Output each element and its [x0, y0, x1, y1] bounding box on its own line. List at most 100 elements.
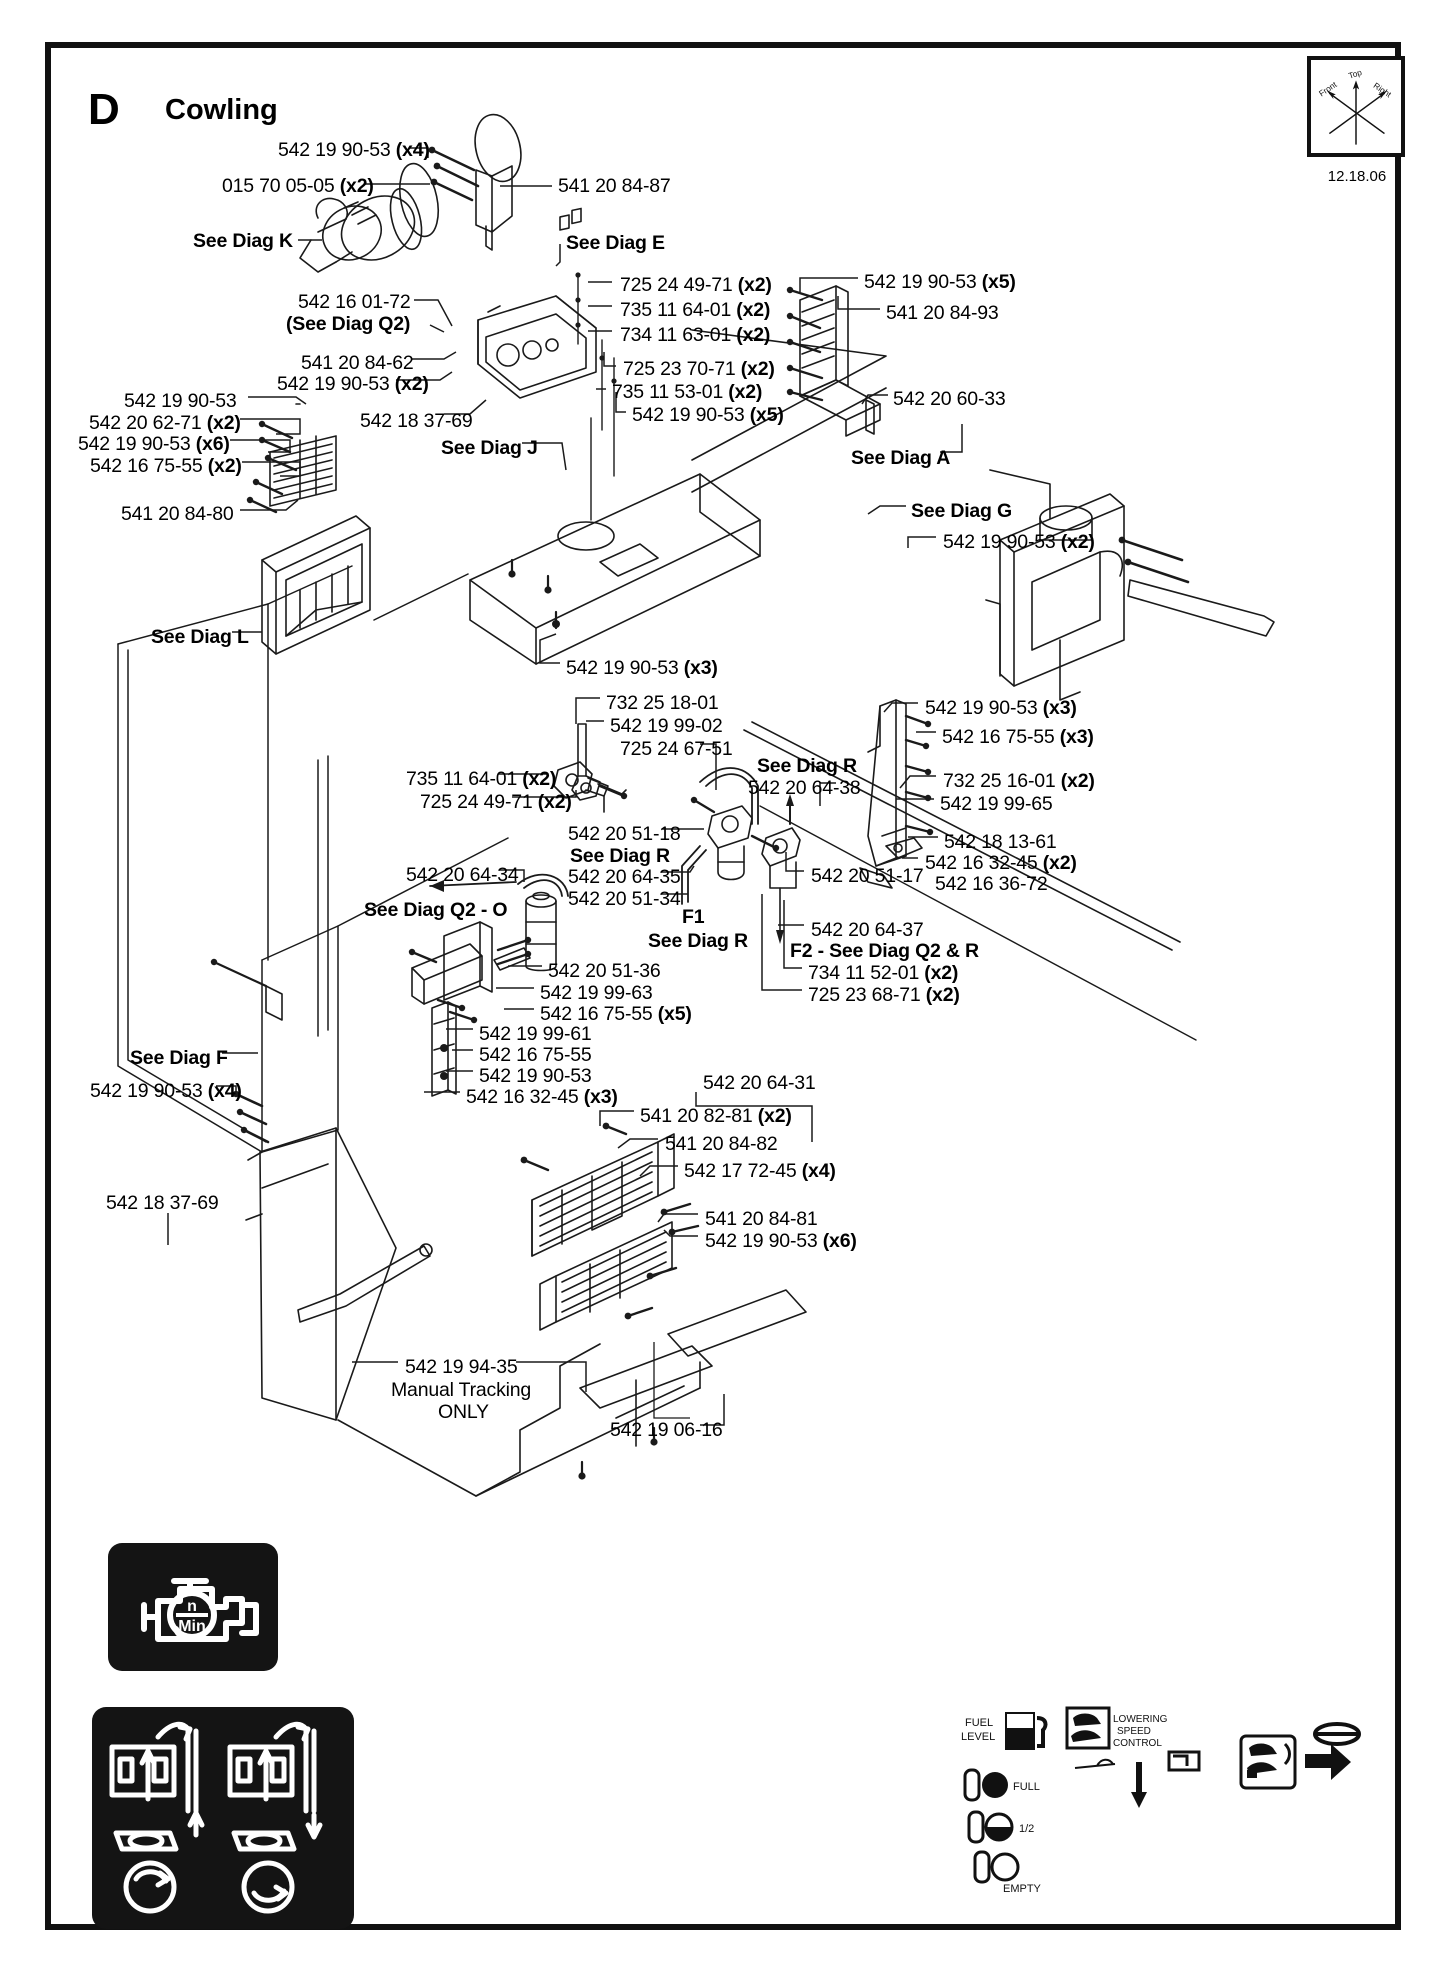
part-number: 542 19 99-02 — [610, 715, 723, 737]
tank-fasteners — [1120, 538, 1190, 584]
part-callout: 015 70 05-05 (x2) — [222, 175, 374, 198]
part-quantity: (x2) — [920, 984, 960, 1006]
part-callout: 542 16 36-72 — [935, 873, 1048, 896]
part-number: 542 20 64-35 — [568, 866, 681, 888]
part-number: 725 24 49-71 — [420, 791, 533, 813]
machine-transport-icon — [1239, 1722, 1361, 1790]
part-number: See Diag R — [757, 755, 857, 777]
fuel-gauge-full: FULL — [963, 1768, 1040, 1802]
part-number: 542 16 75-55 — [479, 1044, 592, 1066]
section-letter: D — [88, 85, 120, 134]
part-callout: 541 20 84-80 — [121, 503, 234, 526]
part-number: 542 20 51-18 — [568, 823, 681, 845]
part-number: See Diag J — [441, 437, 538, 459]
part-number: See Diag F — [130, 1047, 228, 1069]
part-callout: 541 20 84-81 — [705, 1208, 818, 1231]
part-callout: 542 20 64-34 — [406, 864, 519, 887]
part-callout: See Diag R — [648, 930, 748, 953]
part-callout: 542 20 51-17 — [811, 865, 924, 888]
part-callout: See Diag Q2 - O — [364, 899, 508, 922]
part-callout: (See Diag Q2) — [286, 313, 410, 336]
compass-icon: Top Front Right — [1317, 68, 1393, 145]
part-callout: 542 19 90-53 (x3) — [566, 657, 718, 680]
deck-edge — [469, 579, 537, 665]
part-quantity: (x5) — [744, 404, 784, 426]
part-quantity: (x4) — [202, 1080, 242, 1102]
part-number: 732 25 18-01 — [606, 692, 719, 714]
part-quantity: (x2) — [202, 455, 242, 477]
part-number: (See Diag Q2) — [286, 313, 411, 335]
part-number: 725 23 68-71 — [808, 984, 921, 1006]
valve-assembly — [761, 794, 801, 944]
part-callout: 541 20 82-81 (x2) — [640, 1105, 792, 1128]
part-quantity: (x2) — [1055, 531, 1095, 553]
part-number: 542 20 51-34 — [568, 888, 681, 910]
part-number: 542 19 90-53 — [124, 390, 237, 412]
lowering-speed-control-icon: LOWERING SPEED CONTROL — [1065, 1706, 1201, 1808]
manual-tracking-icon — [109, 1721, 323, 1914]
part-quantity: (x6) — [817, 1230, 857, 1252]
part-quantity: (x2) — [201, 412, 241, 434]
lower-grille-lower — [539, 1221, 673, 1331]
long-rod — [1127, 579, 1275, 637]
part-number: 542 20 64-31 — [703, 1072, 816, 1094]
part-callout: 542 19 90-53 — [124, 390, 237, 413]
part-callout: 542 17 72-45 (x4) — [684, 1160, 836, 1183]
part-callout: 542 19 90-53 (x4) — [278, 139, 430, 162]
part-number: 542 19 90-53 — [943, 531, 1056, 553]
fuel-gauge-half: 1/2 — [967, 1810, 1034, 1844]
part-callout: 725 24 49-71 (x2) — [420, 791, 572, 814]
panel-leader-stems — [577, 274, 615, 521]
part-number: 735 11 53-01 — [612, 381, 724, 403]
part-number: 542 18 37-69 — [106, 1192, 219, 1214]
part-number: 732 25 16-01 — [943, 770, 1056, 792]
part-number: 541 20 84-80 — [121, 503, 234, 525]
part-callout: 542 20 60-33 — [893, 388, 1006, 411]
part-number: 542 19 90-53 — [925, 697, 1038, 719]
part-callout: 542 16 75-55 — [479, 1044, 592, 1067]
part-quantity: (x2) — [517, 768, 557, 790]
part-callout: 542 19 99-02 — [610, 715, 723, 738]
part-callout: 542 20 64-35 — [568, 866, 681, 889]
part-number: 542 20 51-17 — [811, 865, 924, 887]
part-number: 725 23 70-71 — [623, 358, 736, 380]
compass-label-top: Top — [1348, 68, 1364, 81]
right-fasteners — [788, 288, 824, 402]
part-quantity: (x2) — [723, 381, 763, 403]
part-number: 542 19 90-53 — [864, 271, 977, 293]
part-callout: F1 — [682, 906, 705, 929]
part-callout: 734 11 63-01 (x2) — [620, 324, 770, 347]
part-callout: See Diag G — [911, 500, 1012, 523]
orientation-compass: Top Front Right — [1307, 56, 1405, 157]
part-callout: Manual Tracking — [391, 1379, 531, 1402]
lower-bracket-fasteners — [410, 938, 530, 1022]
part-quantity: (x2) — [731, 299, 771, 321]
part-callout: See Diag F — [130, 1047, 228, 1070]
part-number: 542 19 06-16 — [610, 1419, 723, 1441]
part-number: 725 24 67-51 — [620, 738, 733, 760]
part-number: 015 70 05-05 — [222, 175, 335, 197]
part-number: 542 20 51-36 — [548, 960, 661, 982]
part-number: 542 16 01-72 — [298, 291, 411, 313]
part-quantity: (x2) — [532, 791, 572, 813]
canister — [525, 891, 557, 972]
part-number: See Diag R — [648, 930, 748, 952]
cowl-fasteners — [234, 1092, 270, 1144]
fuel-filter — [681, 805, 753, 905]
decal-fuel-label-line1: FUEL — [965, 1717, 993, 1729]
part-number: 542 20 64-38 — [748, 777, 861, 799]
part-callout: 735 11 53-01 (x2) — [612, 381, 762, 404]
part-number: 542 17 72-45 — [684, 1160, 797, 1182]
part-callout: See Diag A — [851, 447, 950, 470]
part-number: 542 19 99-63 — [540, 982, 653, 1004]
part-number: 542 19 90-53 — [90, 1080, 203, 1102]
part-callout: 542 19 90-53 (x5) — [632, 404, 784, 427]
part-number: 542 19 94-35 — [405, 1356, 518, 1378]
part-number: 542 19 90-53 — [705, 1230, 818, 1252]
part-quantity: (x2) — [334, 175, 374, 197]
part-number: 734 11 52-01 — [808, 962, 920, 984]
part-quantity: (x4) — [390, 139, 430, 161]
decal-fuel-full: FULL — [1013, 1781, 1040, 1793]
part-quantity: (x2) — [752, 1105, 792, 1127]
